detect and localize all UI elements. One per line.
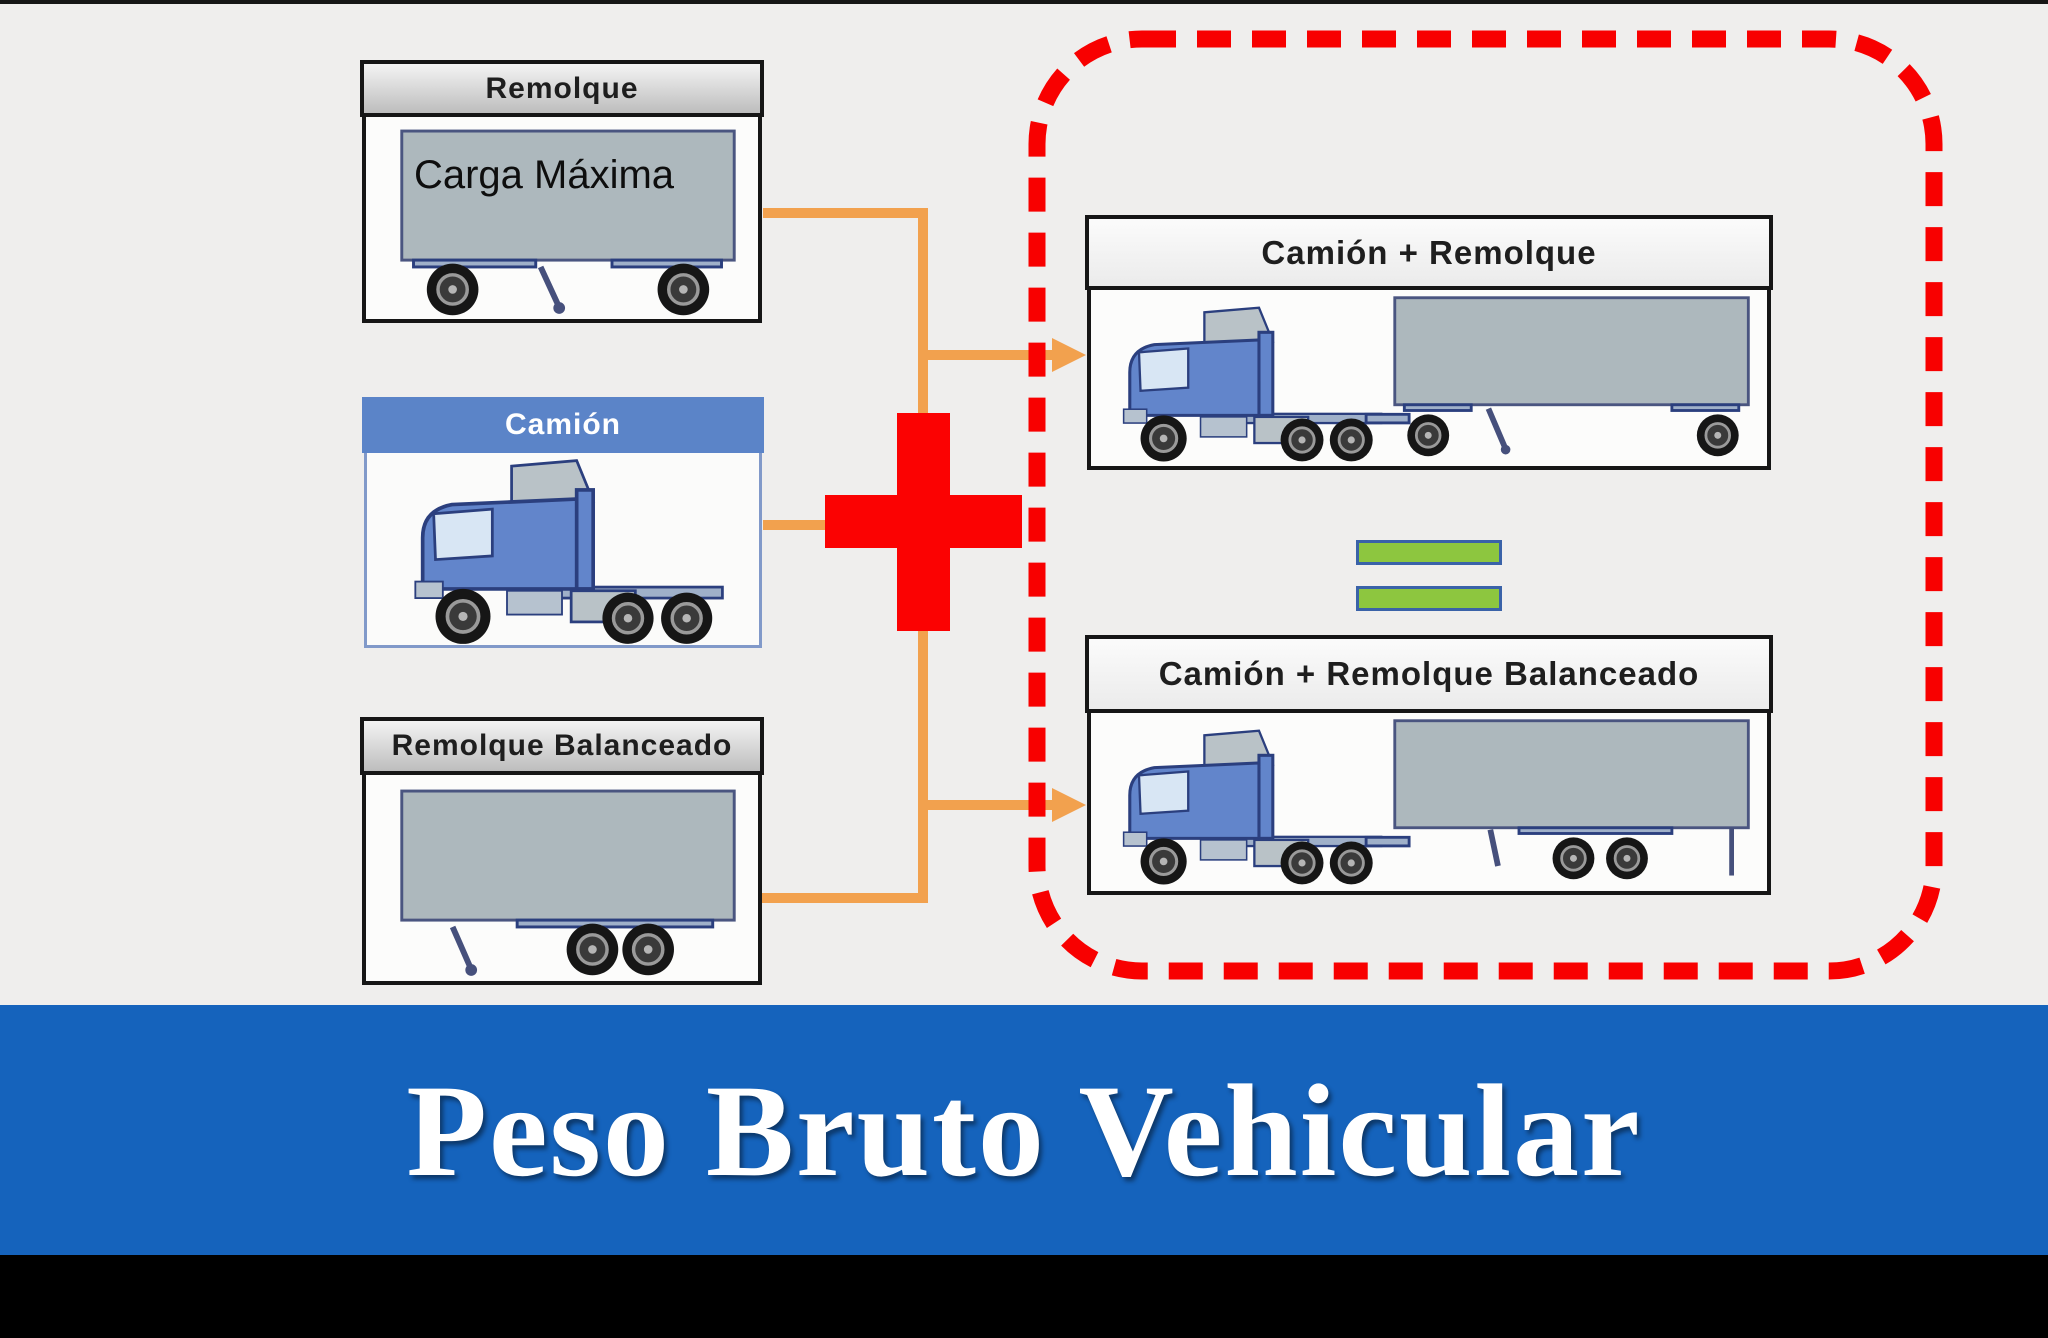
panel-camion-remolque-body xyxy=(1087,290,1771,470)
panel-camion-label: Camión xyxy=(504,408,621,441)
panel-camion-remolque-balanceado: Camión + Remolque Balanceado xyxy=(1085,635,1773,895)
equals-top-bar xyxy=(1356,540,1502,565)
connector-to-camion-remolque xyxy=(920,350,1052,360)
connector-to-camion-remolque-balanceado xyxy=(920,800,1052,810)
panel-camion-remolque: Camión + Remolque xyxy=(1085,215,1773,470)
top-letterbox-edge xyxy=(0,0,2048,4)
panel-camion-remolque-balanceado-header: Camión + Remolque Balanceado xyxy=(1085,635,1773,713)
trailer-end-wheels-illustration xyxy=(400,129,736,317)
trailer-mid-wheels-illustration xyxy=(400,789,736,977)
dashed-group-outline xyxy=(1028,30,1943,980)
page-title: Peso Bruto Vehicular xyxy=(406,1056,1642,1204)
connector-remolque-balanceado-branch xyxy=(754,893,926,903)
equals-bottom-bar xyxy=(1356,586,1502,611)
truck-illustration xyxy=(397,453,727,646)
plus-vertical-bar xyxy=(897,413,950,631)
panel-camion: Camión xyxy=(362,397,764,648)
panel-remolque-balanceado: Remolque Balanceado xyxy=(360,717,764,985)
arrowhead-camion-remolque xyxy=(1052,338,1086,372)
panel-remolque-header: Remolque xyxy=(360,60,764,117)
arrowhead-camion-remolque-balanceado xyxy=(1052,788,1086,822)
panel-remolque-label: Remolque xyxy=(485,71,639,105)
panel-camion-remolque-header: Camión + Remolque xyxy=(1085,215,1773,290)
panel-camion-remolque-label: Camión + Remolque xyxy=(1261,233,1597,271)
truck-balanced-trailer-illustration xyxy=(1103,719,1750,887)
title-banner: Peso Bruto Vehicular xyxy=(0,1005,2048,1255)
panel-camion-remolque-balanceado-body xyxy=(1087,713,1771,895)
truck-trailer-illustration xyxy=(1103,296,1750,464)
connector-remolque-branch xyxy=(763,208,923,218)
panel-remolque-balanceado-header: Remolque Balanceado xyxy=(360,717,764,775)
panel-camion-remolque-balanceado-label: Camión + Remolque Balanceado xyxy=(1158,655,1700,692)
panel-camion-header: Camión xyxy=(362,397,764,453)
carga-maxima-label: Carga Máxima xyxy=(413,153,675,197)
panel-remolque-balanceado-label: Remolque Balanceado xyxy=(391,729,733,762)
panel-remolque-balanceado-body xyxy=(362,775,762,985)
panel-camion-body xyxy=(364,453,762,648)
panel-remolque-body: Carga Máxima xyxy=(362,117,762,323)
bottom-letterbox-bar xyxy=(0,1255,2048,1338)
panel-remolque: Remolque Carga Máxima xyxy=(360,60,764,323)
